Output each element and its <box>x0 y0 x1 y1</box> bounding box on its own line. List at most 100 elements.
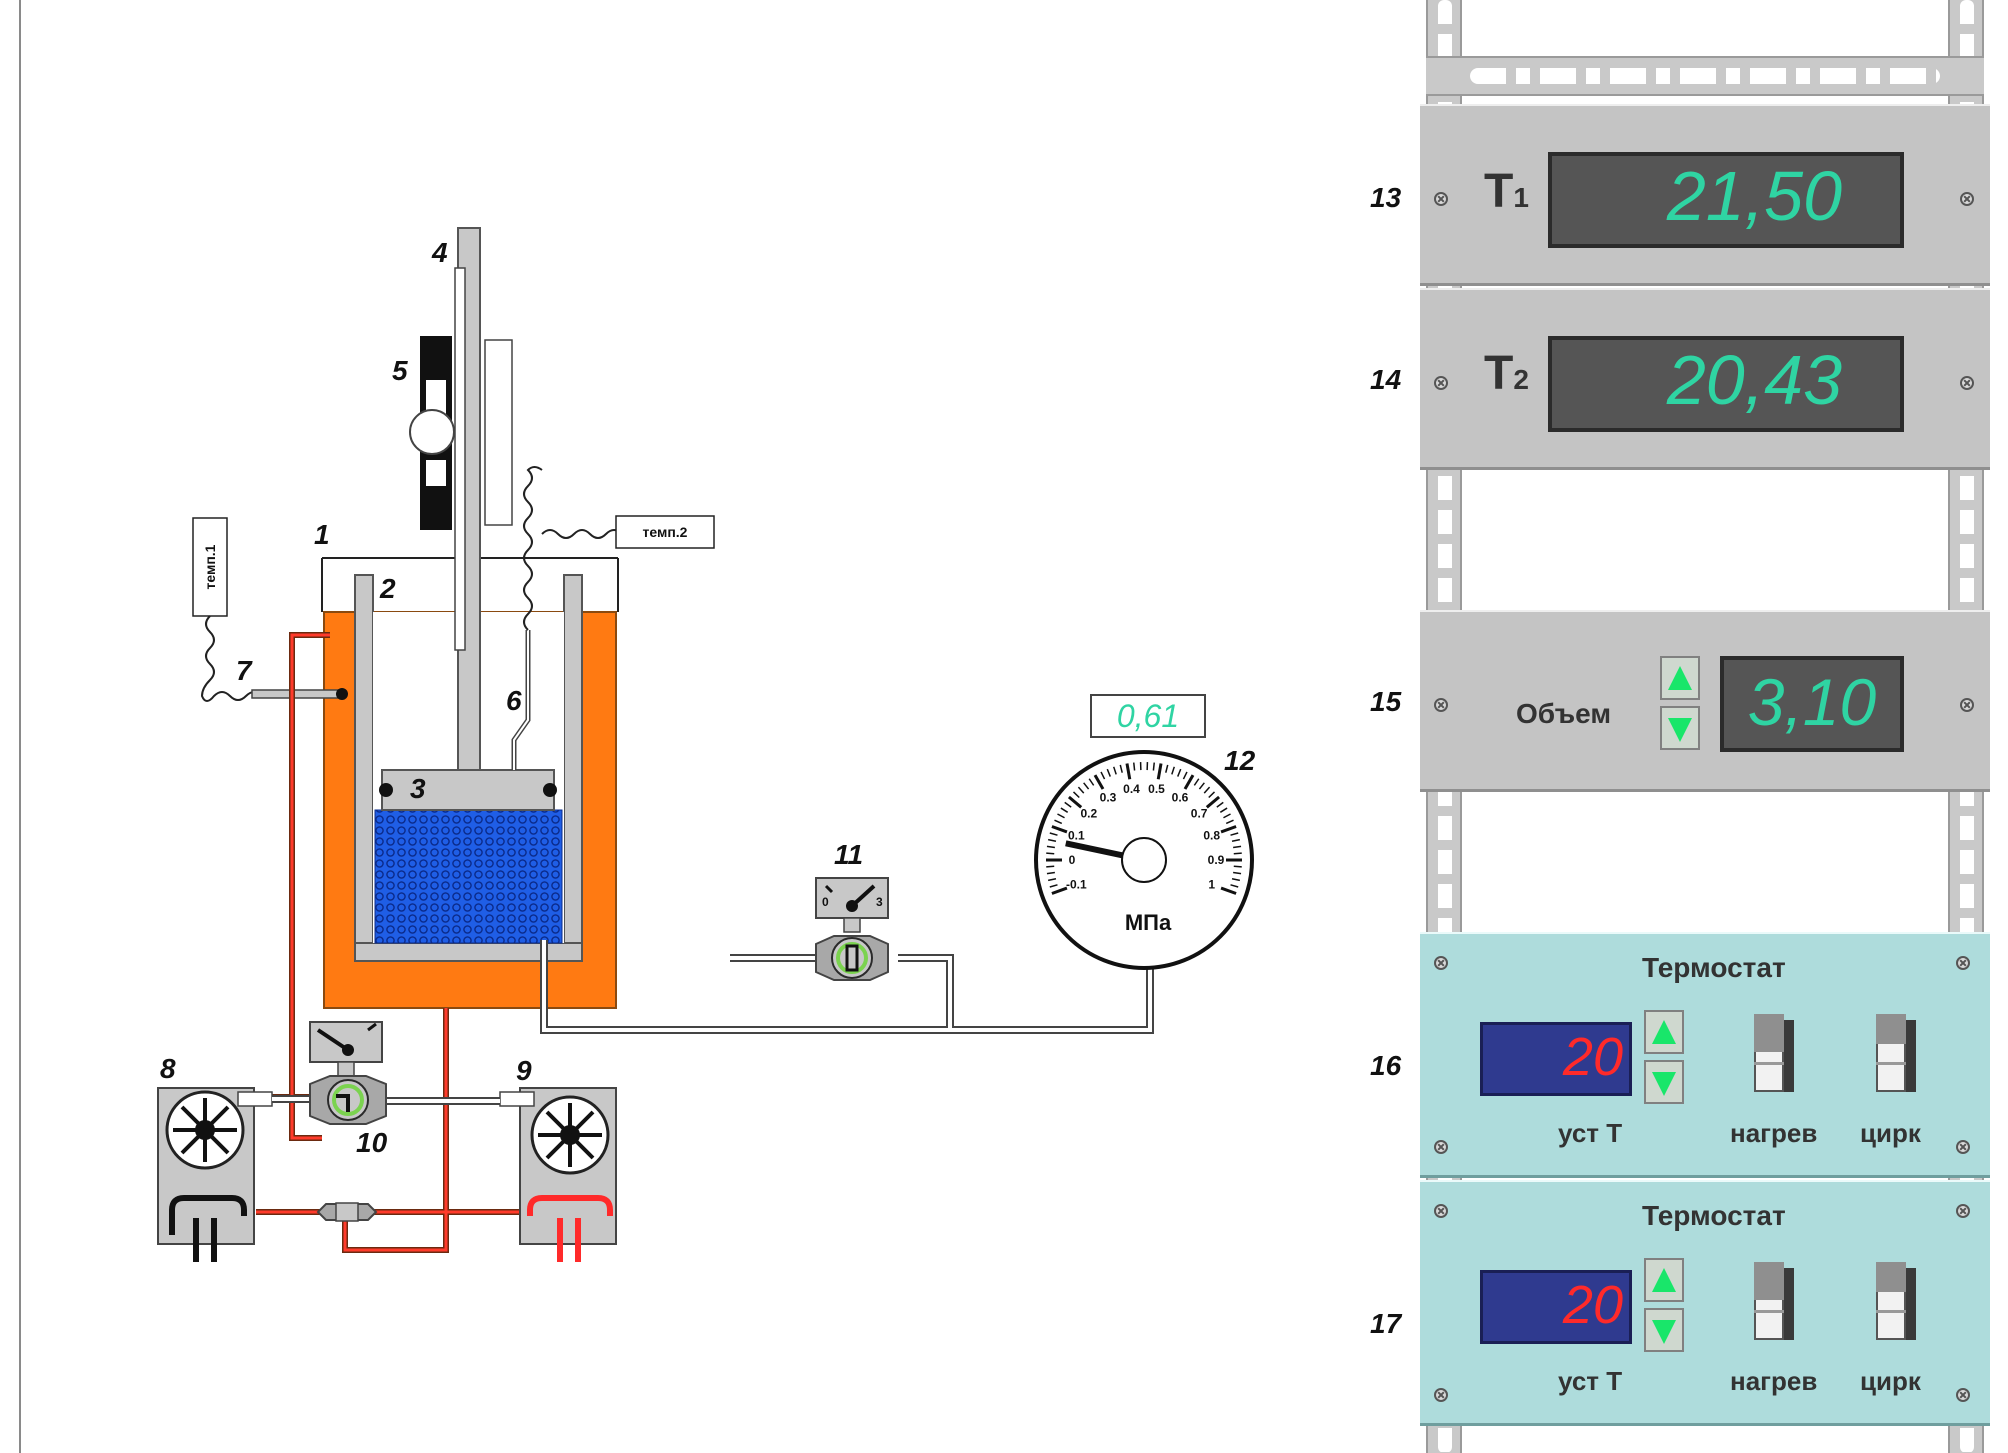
gauge-tick <box>1193 778 1200 786</box>
thermostat-2-title: Термостат <box>1642 1200 1786 1231</box>
probe-7 <box>251 689 345 699</box>
gauge-tick <box>1203 786 1211 794</box>
sensor-2-label: темп.2 <box>643 524 688 540</box>
gauge-tick <box>1083 782 1090 790</box>
gauge-tick <box>1177 768 1182 777</box>
arrow-down-icon <box>1652 1320 1676 1344</box>
screw-icon <box>1434 1140 1448 1154</box>
gauge-tick <box>1057 813 1065 819</box>
thermostat-2-heat-label: нагрев <box>1730 1366 1818 1396</box>
gauge-tick <box>1051 825 1068 834</box>
callout-3: 3 <box>410 773 426 804</box>
thermostat-1-title: Термостат <box>1642 952 1786 983</box>
thermostat-unit-9 <box>499 1087 617 1262</box>
gauge-tick <box>1047 838 1057 843</box>
arrow-up-icon <box>1652 1020 1676 1044</box>
screw-icon <box>1960 698 1974 712</box>
gauge-tick-label: 0.2 <box>1081 807 1098 821</box>
gauge-tick <box>1233 871 1242 875</box>
thermostat-2-heat-switch[interactable] <box>1750 1262 1794 1340</box>
thermostat-1-heat-switch[interactable] <box>1750 1014 1794 1092</box>
gauge-tick-label: 1 <box>1208 878 1215 892</box>
scale-strip <box>484 339 513 526</box>
thermostat-2-up-button[interactable] <box>1644 1258 1684 1302</box>
gauge-tick-label: 0.1 <box>1068 828 1085 842</box>
gauge-tick-label: 0.5 <box>1148 782 1165 796</box>
gauge-tick <box>1049 832 1058 836</box>
thermostat-2-circ-switch[interactable] <box>1872 1262 1916 1340</box>
panel-t2: T2 20,43 <box>1420 288 1990 470</box>
panel-thermostat-2: Термостат 20 уст T нагрев цирк <box>1420 1180 1990 1426</box>
gauge-unit: МПа <box>1125 910 1172 935</box>
t1-label: T1 <box>1484 165 1529 218</box>
callout-8: 8 <box>160 1053 176 1084</box>
gauge-tick <box>1064 801 1072 808</box>
thermostat-1-circ-switch[interactable] <box>1872 1014 1916 1092</box>
gauge-tick <box>1233 852 1242 855</box>
screw-icon <box>1434 192 1448 206</box>
valve-11-right-mark: 3 <box>876 895 883 909</box>
volume-label: Объем <box>1516 698 1612 729</box>
gauge-tick <box>1060 807 1069 813</box>
gauge-tick <box>1198 782 1205 790</box>
callout-7: 7 <box>236 655 253 686</box>
screw-icon <box>1434 956 1448 970</box>
thermostat-1-heat-label: нагрев <box>1730 1118 1818 1148</box>
screw-icon <box>1434 1388 1448 1402</box>
gauge-tick <box>1183 774 1195 790</box>
panel-number-16: 16 <box>1370 1050 1402 1081</box>
vessel-wall-right <box>563 574 583 956</box>
gauge-tick-label: 0.4 <box>1123 782 1140 796</box>
valve-10 <box>309 1021 387 1125</box>
seal-left <box>379 783 393 797</box>
inline-valve <box>316 1202 378 1222</box>
rack-crossbar <box>1426 56 1984 96</box>
panel-number-14: 14 <box>1370 364 1402 395</box>
gauge-tick <box>1113 766 1117 775</box>
screw-icon <box>1960 376 1974 390</box>
thermostat-1-setpoint-display: 20 <box>1480 1022 1632 1096</box>
screw-icon <box>1956 956 1970 970</box>
gauge-tick <box>1225 819 1234 825</box>
thermostat-1-down-button[interactable] <box>1644 1060 1684 1104</box>
screw-icon <box>1956 1388 1970 1402</box>
gauge-tick <box>1077 786 1085 794</box>
callout-5: 5 <box>392 355 408 386</box>
volume-down-button[interactable] <box>1660 706 1700 750</box>
gauge-tick <box>1208 791 1216 799</box>
gauge-tick <box>1165 764 1169 773</box>
t1-display: 21,50 <box>1548 152 1904 248</box>
gauge-tick-label: 0 <box>1069 853 1076 867</box>
gauge-tick <box>1047 877 1057 882</box>
gauge-tick-label: 0.3 <box>1100 791 1117 805</box>
thermostat-unit-8 <box>157 1087 273 1262</box>
thermostat-2-circ-label: цирк <box>1860 1366 1921 1396</box>
callout-10: 10 <box>356 1127 388 1158</box>
gauge-tick <box>1054 819 1063 825</box>
gauge-tick <box>1233 845 1242 849</box>
thermostat-2-down-button[interactable] <box>1644 1308 1684 1352</box>
gauge-tick-label: 0.9 <box>1208 853 1225 867</box>
thermostat-2-setpoint-label: уст T <box>1558 1366 1623 1396</box>
gauge-tick <box>1171 766 1175 775</box>
volume-up-button[interactable] <box>1660 656 1700 700</box>
gauge-tick <box>1156 763 1163 780</box>
callout-2: 2 <box>379 573 396 604</box>
left-border-line <box>19 0 21 1453</box>
callout-4: 4 <box>431 237 448 268</box>
gauge-tick-label: 0.8 <box>1203 828 1220 842</box>
pressure-readout: 0,61 <box>1090 694 1206 738</box>
thermostat-1-setpoint-label: уст T <box>1558 1118 1623 1148</box>
gauge-tick <box>1046 852 1055 855</box>
gauge-tick <box>1182 771 1188 780</box>
thermostat-1-up-button[interactable] <box>1644 1010 1684 1054</box>
gauge-tick <box>1067 795 1083 809</box>
gauge-tick <box>1152 762 1155 771</box>
gauge-tick-label: 0.7 <box>1191 807 1208 821</box>
seal-right <box>543 783 557 797</box>
gauge-tick <box>1133 762 1136 771</box>
gauge-tick <box>1046 871 1055 875</box>
panel-number-15: 15 <box>1370 686 1402 717</box>
gauge-tick <box>1106 768 1111 777</box>
